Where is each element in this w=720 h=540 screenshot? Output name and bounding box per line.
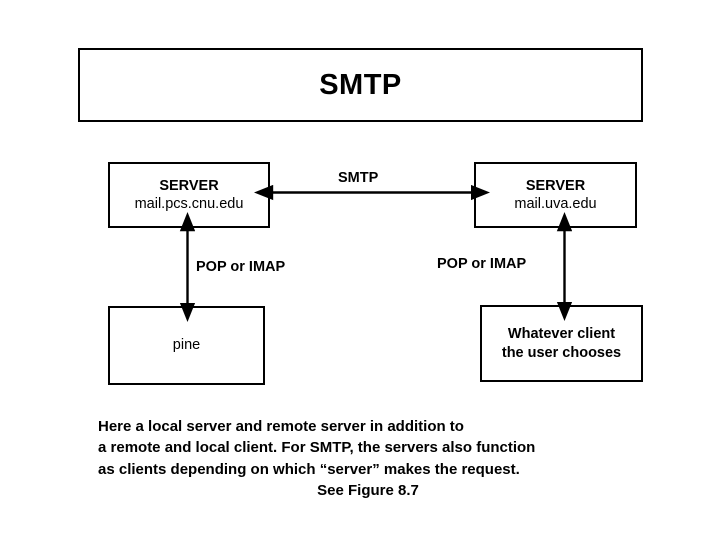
node-client-remote-label-line2: the user chooses bbox=[501, 344, 622, 361]
caption-line-1: Here a local server and remote server in… bbox=[98, 418, 464, 435]
node-server-remote-hostname: mail.uva.edu bbox=[514, 196, 597, 212]
node-server-local[interactable]: SERVER mail.pcs.cnu.edu bbox=[108, 162, 270, 228]
title-box: SMTP bbox=[78, 48, 643, 122]
node-server-remote-label: SERVER bbox=[525, 177, 586, 194]
connector-label-smtp: SMTP bbox=[338, 170, 379, 186]
connector-label-pop-imap-left: POP or IMAP bbox=[196, 259, 286, 275]
connector-label-pop-imap-right: POP or IMAP bbox=[437, 256, 527, 272]
page-title: SMTP bbox=[319, 68, 402, 101]
node-client-local-label: pine bbox=[172, 337, 201, 354]
caption-line-4: See Figure 8.7 bbox=[317, 481, 419, 499]
node-client-local[interactable]: pine bbox=[108, 306, 265, 385]
caption-block: Here a local server and remote server in… bbox=[98, 416, 638, 501]
node-server-local-label: SERVER bbox=[159, 177, 219, 194]
node-client-remote[interactable]: Whatever client the user chooses bbox=[480, 305, 643, 382]
node-client-remote-label-line1: Whatever client bbox=[507, 326, 616, 343]
node-server-local-hostname: mail.pcs.cnu.edu bbox=[134, 196, 244, 212]
caption-line-2: a remote and local client. For SMTP, the… bbox=[98, 439, 536, 457]
caption-line-3: as clients depending on which “server” m… bbox=[98, 460, 520, 478]
node-server-remote[interactable]: SERVER mail.uva.edu bbox=[474, 162, 637, 228]
